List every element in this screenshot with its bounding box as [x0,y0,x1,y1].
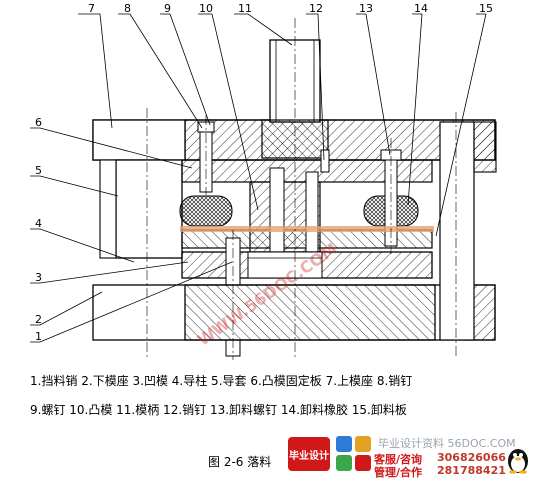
watermark-service: 客服/咨询 [374,453,423,466]
callout-11: 11 [238,2,252,15]
watermark-site: 毕业设计资料 56DOC.COM [378,437,516,450]
callout-12: 12 [309,2,323,15]
callout-10: 10 [199,2,213,15]
legend-line-2: 9.螺钉 10.凸模 11.模柄 12.销钉 13.卸料螺钉 14.卸料橡胶 1… [30,403,407,417]
die [181,251,433,279]
strip-material [180,226,434,232]
callout-15: 15 [479,2,493,15]
callout-1: 1 [35,330,42,343]
pin [320,149,330,173]
callout-5: 5 [35,164,42,177]
brand-logo: 毕业设计 [288,437,330,471]
callout-3: 3 [35,271,42,284]
callout-4: 4 [35,217,42,230]
callout-8: 8 [124,2,131,15]
svg-text:毕业设计: 毕业设计 [289,449,329,462]
guide-pillar [439,121,497,341]
die-assembly-drawing: 7 8 9 10 11 12 13 14 15 6 5 4 3 2 1 WWW.… [30,2,497,360]
guide-bush [99,159,183,259]
watermark-phone-1: 306826066 [437,451,506,464]
leader-lines [30,13,487,343]
site-logo-icon [336,436,371,471]
lower-die-seat [92,284,496,341]
center-lines [146,18,457,360]
callout-13: 13 [359,2,373,15]
watermark-manage: 管理/合作 [374,466,423,479]
callout-6: 6 [35,116,42,129]
legend-line-1: 1.挡料销 2.下模座 3.凹模 4.导柱 5.导套 6.凸模固定板 7.上模座… [30,374,413,388]
callout-7: 7 [88,2,95,15]
watermark-phone-2: 281788421 [437,464,506,477]
callout-14: 14 [414,2,428,15]
figure-caption: 图 2-6 落料 [208,455,272,469]
penguin-icon [508,449,528,474]
callout-2: 2 [35,313,42,326]
callout-9: 9 [164,2,171,15]
